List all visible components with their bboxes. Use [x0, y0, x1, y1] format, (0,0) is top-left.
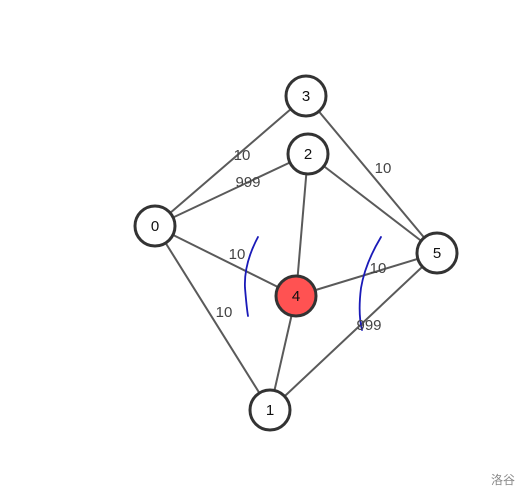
node-1[interactable]: 1 — [248, 388, 292, 432]
node-0[interactable]: 0 — [133, 204, 177, 248]
node-circle-4 — [274, 274, 318, 318]
edge-4-5 — [295, 252, 438, 297]
edge-3-5 — [305, 95, 438, 254]
edge-label-0-4: 10 — [229, 246, 246, 263]
node-label-1: 1 — [266, 402, 274, 419]
edge-label-0-2: 999 — [235, 174, 260, 191]
nodes-layer: 0 1 2 3 4 5 — [133, 74, 459, 432]
node-circle-2 — [286, 132, 330, 176]
node-5[interactable]: 5 — [415, 231, 459, 275]
edge-1-5 — [269, 252, 438, 411]
edge-2-5 — [307, 153, 438, 254]
cut-mark-right — [358, 236, 382, 331]
edge-label-0-1: 10 — [216, 304, 233, 321]
node-circle-1 — [248, 388, 292, 432]
edge-labels-layer: 10 999 10 10 10 10 999 — [216, 147, 392, 334]
node-label-2: 2 — [304, 146, 312, 163]
edge-0-1 — [154, 225, 271, 411]
edge-label-1-5: 999 — [356, 317, 381, 334]
cut-mark-left — [244, 236, 259, 317]
node-label-4: 4 — [292, 288, 300, 305]
node-label-0: 0 — [151, 218, 159, 235]
edge-0-4 — [154, 225, 297, 297]
cut-marks — [244, 236, 382, 331]
node-3[interactable]: 3 — [284, 74, 328, 118]
edge-label-4-5: 10 — [370, 260, 387, 277]
edge-label-3-5: 10 — [375, 160, 392, 177]
node-2[interactable]: 2 — [286, 132, 330, 176]
edge-0-2 — [154, 153, 309, 227]
node-label-3: 3 — [302, 88, 310, 105]
node-circle-3 — [284, 74, 328, 118]
edge-2-4 — [295, 153, 309, 297]
node-circle-0 — [133, 204, 177, 248]
node-label-5: 5 — [433, 245, 441, 262]
node-circle-5 — [415, 231, 459, 275]
node-4[interactable]: 4 — [274, 274, 318, 318]
edge-0-3 — [154, 95, 307, 227]
edges-layer — [154, 95, 438, 411]
edge-label-0-3: 10 — [234, 147, 251, 164]
watermark: 洛谷 — [491, 472, 515, 487]
